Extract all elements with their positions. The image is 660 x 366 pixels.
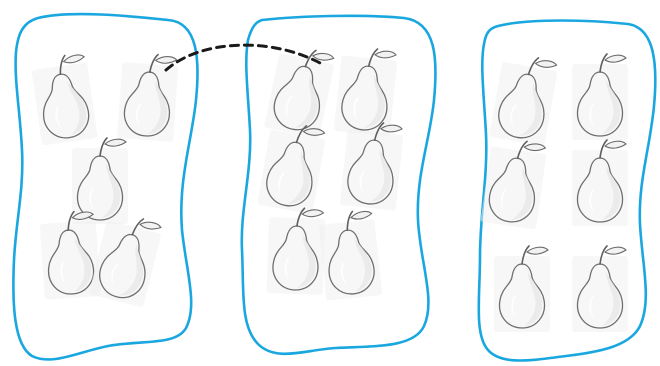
pear-icon bbox=[572, 139, 628, 226]
pear-icon bbox=[264, 49, 335, 139]
pear-icon bbox=[31, 54, 98, 146]
group-2-outline bbox=[240, 14, 437, 356]
pear-icon bbox=[72, 137, 128, 224]
pear-icon bbox=[489, 57, 558, 146]
group-1-outline bbox=[12, 12, 199, 361]
pear-icon bbox=[340, 122, 404, 211]
pear-icon bbox=[266, 207, 326, 295]
connectors bbox=[164, 43, 324, 72]
pear-icon bbox=[572, 245, 628, 332]
pear-icon bbox=[494, 245, 550, 332]
group-3-outline bbox=[477, 19, 657, 362]
pear-icon bbox=[334, 48, 398, 137]
group-outlines bbox=[12, 12, 657, 362]
pear-icon bbox=[480, 140, 547, 230]
pear-icon bbox=[257, 125, 326, 214]
pear-icon bbox=[117, 53, 179, 142]
pear-icon bbox=[39, 210, 101, 300]
pear-icon bbox=[318, 210, 382, 301]
dashed-connector bbox=[164, 43, 324, 72]
pear-icons bbox=[31, 48, 628, 332]
pear-icon bbox=[89, 218, 162, 307]
pear-icon bbox=[572, 53, 628, 140]
